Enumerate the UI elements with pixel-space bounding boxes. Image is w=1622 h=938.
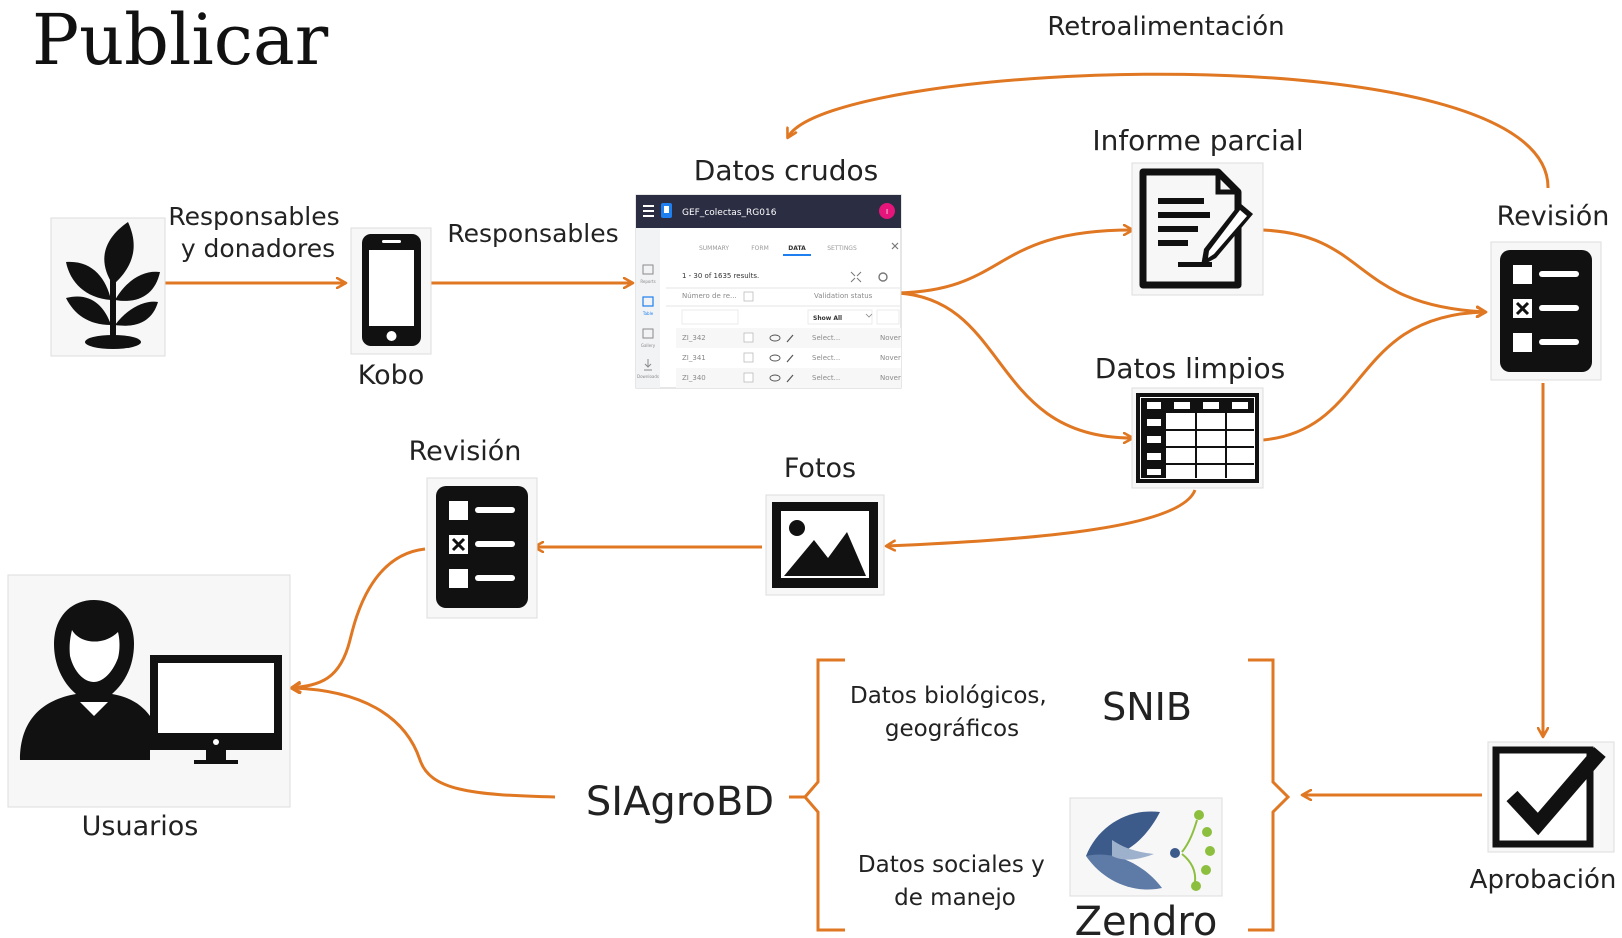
- edge-siagrobd-to-users: [292, 688, 556, 799]
- menu-icon: [643, 205, 654, 217]
- edge-raw-to-clean: [897, 291, 1132, 438]
- select-all-checkbox: [743, 291, 754, 302]
- page-title: Publicar: [32, 0, 329, 81]
- close-icon: [891, 242, 899, 250]
- raw-data-label: Datos crudos: [694, 154, 878, 187]
- smartphone-icon: [350, 227, 432, 355]
- side-label-downloads: Downloads: [637, 374, 659, 379]
- row-status: Select...: [812, 334, 840, 342]
- pencil-icon: [786, 334, 794, 343]
- row-extra: Nover: [880, 374, 901, 382]
- workflow-edges: [160, 72, 1550, 932]
- download-icon: [644, 359, 652, 371]
- clean-data-label: Datos limpios: [1095, 352, 1285, 385]
- table-nav-icon: [642, 296, 654, 307]
- column-validation-status: Validation status: [814, 292, 873, 300]
- side-label-gallery: Gallery: [641, 343, 656, 348]
- checklist-icon: [426, 477, 538, 619]
- partial-report-label: Informe parcial: [1092, 124, 1303, 157]
- row-extra: Nover: [880, 334, 901, 342]
- row-id: ZI_341: [682, 354, 706, 362]
- edge-feedback: [788, 72, 1550, 189]
- contributors-label: Responsables y donadores: [168, 202, 347, 263]
- right-brace: [1248, 658, 1291, 932]
- expand-icon: [850, 271, 862, 283]
- kobo-tabs: SUMMARY FORM DATA SETTINGS: [699, 242, 899, 256]
- kobo-data-screenshot: GEF_colectas_RG016 I Reports Table Galle…: [635, 194, 902, 389]
- social-label: Datos sociales y de manejo: [858, 852, 1052, 911]
- pencil-icon: [786, 354, 794, 363]
- column-number: Número de re...: [682, 292, 737, 300]
- row-status: Select...: [812, 354, 840, 362]
- tab-settings: SETTINGS: [827, 245, 857, 252]
- edge-review-to-users: [292, 547, 426, 688]
- edge-raw-to-report: [897, 230, 1132, 295]
- review-right-label: Revisión: [1497, 201, 1610, 232]
- gear-icon: [878, 272, 888, 282]
- side-label-reports: Reports: [640, 279, 655, 284]
- plant-icon: [50, 217, 166, 357]
- user-computer-icon: [7, 574, 291, 808]
- edge-clean-to-photos: [887, 489, 1197, 546]
- kobo-rows: ZI_342 Select... Nover ZI_341 Select... …: [676, 328, 901, 388]
- results-count: 1 - 30 of 1635 results.: [682, 272, 759, 280]
- checkbox-icon: [1487, 741, 1615, 853]
- photos-label: Fotos: [784, 453, 856, 484]
- bio-geo-label: Datos biológicos, geográficos: [850, 683, 1054, 742]
- users-label: Usuarios: [82, 811, 199, 842]
- document-pen-icon: [1131, 162, 1264, 296]
- eye-icon: [769, 374, 781, 382]
- checklist-icon: [1490, 241, 1602, 381]
- kobo-side-nav: Reports Table Gallery Downloads: [637, 264, 659, 379]
- responsables-label: Responsables: [447, 219, 618, 248]
- row-extra: Nover: [880, 354, 901, 362]
- kobo-header-bar: [636, 195, 901, 228]
- zendro-label: Zendro: [1075, 899, 1218, 938]
- image-icon: [765, 494, 885, 596]
- kobo-project-name: GEF_colectas_RG016: [682, 208, 777, 218]
- row-id: ZI_340: [682, 374, 706, 382]
- validation-filter: Show All: [813, 315, 842, 322]
- pencil-icon: [786, 374, 794, 383]
- edge-clean-to-review: [1262, 312, 1485, 442]
- row-status: Select...: [812, 374, 840, 382]
- side-label-table: Table: [642, 311, 654, 316]
- snib-label: SNIB: [1102, 685, 1192, 729]
- feedback-label: Retroalimentación: [1047, 12, 1284, 42]
- zendro-logo-icon: [1069, 797, 1223, 897]
- row-id: ZI_342: [682, 334, 706, 342]
- gallery-icon: [642, 328, 654, 339]
- user-avatar-initial: I: [886, 208, 888, 216]
- tab-data: DATA: [788, 245, 806, 252]
- siagrobd-label: SIAgroBD: [586, 779, 774, 825]
- reports-icon: [642, 264, 654, 275]
- user-avatar: [879, 203, 895, 219]
- eye-icon: [769, 354, 781, 362]
- kobo-label: Kobo: [358, 360, 425, 391]
- tab-summary: SUMMARY: [699, 245, 729, 252]
- left-brace: [803, 658, 845, 932]
- tab-form: FORM: [751, 245, 769, 252]
- edge-report-to-review: [1262, 228, 1485, 312]
- eye-icon: [769, 334, 781, 342]
- review-left-label: Revisión: [409, 436, 522, 467]
- approval-label: Aprobación: [1470, 865, 1617, 895]
- table-icon: [1131, 387, 1264, 489]
